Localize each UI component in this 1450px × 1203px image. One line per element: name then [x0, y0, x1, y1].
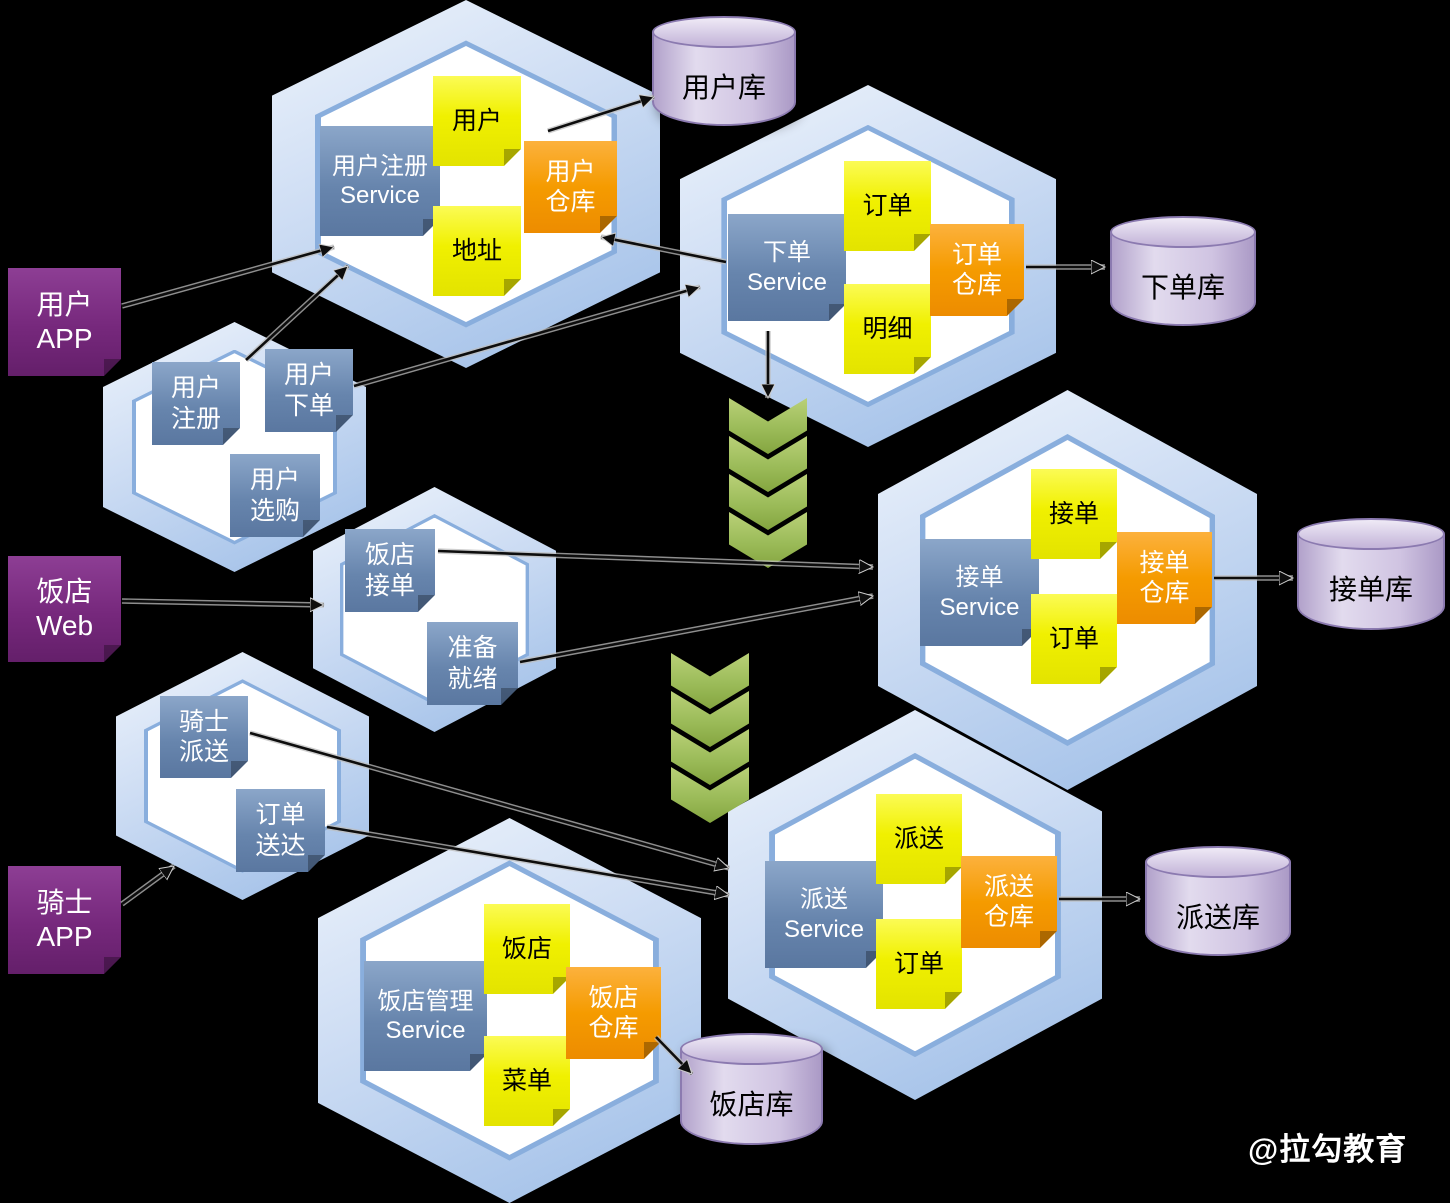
database-label: 下单库 — [1140, 271, 1225, 303]
database-user: 用户库 — [652, 16, 796, 126]
entity-note-accept: 接单 — [1031, 469, 1117, 559]
client-note-restaurant-web: 饭店 Web — [8, 556, 121, 662]
client-note-user-app: 用户 APP — [8, 268, 121, 376]
command-note-restaurant-ready: 准备 就绪 — [427, 622, 518, 705]
database-accept: 接单库 — [1297, 518, 1445, 630]
database-label: 接单库 — [1328, 574, 1413, 606]
database-label: 用户库 — [681, 71, 766, 103]
service-note-order-taking: 接单 Service — [920, 539, 1039, 646]
entity-note-address: 地址 — [433, 206, 521, 296]
repository-note-user: 用户 仓库 — [524, 141, 617, 233]
entity-note-accept-order: 订单 — [1031, 594, 1117, 684]
database-order: 下单库 — [1110, 216, 1256, 326]
cylinder-top — [1145, 846, 1291, 878]
cylinder-top — [680, 1033, 823, 1065]
service-note-delivery: 派送 Service — [765, 861, 883, 968]
command-note-user-register: 用户 注册 — [152, 362, 240, 445]
cylinder-top — [1110, 216, 1256, 248]
command-note-user-order: 用户 下单 — [265, 349, 353, 432]
cylinder-body — [680, 1049, 823, 1145]
database-label: 派送库 — [1175, 901, 1260, 933]
client-note-rider-app: 骑士 APP — [8, 866, 121, 974]
entity-note-order: 订单 — [844, 161, 931, 251]
entity-note-delivery-order: 订单 — [876, 919, 962, 1009]
command-note-order-delivered: 订单 送达 — [236, 789, 325, 872]
service-note-restaurant-management: 饭店管理 Service — [364, 961, 487, 1071]
command-note-rider-deliver: 骑士 派送 — [160, 696, 248, 778]
entity-note-restaurant: 饭店 — [484, 904, 570, 994]
database-restaurant: 饭店库 — [680, 1033, 823, 1145]
repository-note-delivery: 派送 仓库 — [961, 856, 1057, 948]
arrow-ready-command-to-order-taking — [519, 596, 873, 665]
arrow-restaurant-web-to-restaurant-commands — [121, 601, 324, 605]
database-delivery: 派送库 — [1145, 846, 1291, 956]
repository-note-order-taking: 接单 仓库 — [1117, 532, 1212, 624]
service-note-ordering: 下单 Service — [728, 214, 846, 321]
cylinder-top — [652, 16, 796, 48]
watermark-text: @拉勾教育 — [1248, 1132, 1408, 1167]
command-note-user-browse: 用户 选购 — [230, 454, 320, 537]
cylinder-top — [1297, 518, 1445, 550]
database-label: 饭店库 — [709, 1089, 794, 1121]
entity-note-dispatch: 派送 — [876, 794, 962, 884]
repository-note-ordering: 订单 仓库 — [930, 224, 1024, 316]
cylinder-body — [1297, 534, 1445, 630]
entity-note-menu: 菜单 — [484, 1036, 570, 1126]
repository-note-restaurant: 饭店 仓库 — [566, 967, 661, 1059]
service-note-user-registration: 用户注册 Service — [320, 126, 440, 236]
entity-note-user: 用户 — [433, 76, 521, 166]
entity-note-order-detail: 明细 — [844, 284, 931, 374]
command-note-restaurant-accept: 饭店 接单 — [345, 529, 435, 612]
